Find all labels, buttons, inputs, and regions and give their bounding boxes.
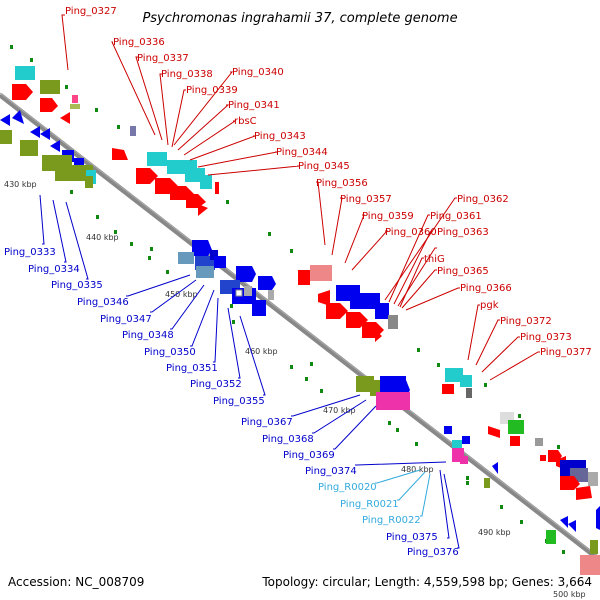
gene-label: Ping_0339 xyxy=(186,85,238,96)
backbone xyxy=(0,92,600,562)
gene-label: Ping_0365 xyxy=(437,266,489,277)
gene-label: Ping_0344 xyxy=(276,147,328,158)
leader-lines-lower xyxy=(39,194,460,549)
labels-lower: Ping_0333 Ping_0334 Ping_0335 Ping_0346 … xyxy=(4,247,459,558)
gene-label: Ping_0375 xyxy=(386,532,438,543)
gene-label: Ping_0351 xyxy=(166,363,218,374)
gene-label: Ping_0347 xyxy=(100,314,152,325)
gene-label: Ping_0356 xyxy=(316,178,368,189)
tick-label: 430 kbp xyxy=(4,180,37,189)
gene-label: Ping_0357 xyxy=(340,194,392,205)
gene-label: Ping_0376 xyxy=(407,547,459,558)
gene-label: Ping_R0022 xyxy=(362,515,421,526)
gene-label: Ping_0359 xyxy=(362,211,414,222)
gene-label: Ping_0361 xyxy=(430,211,482,222)
gene-label: Ping_0335 xyxy=(51,280,103,291)
gene-label: thiG xyxy=(424,254,445,265)
tick-label: 470 kbp xyxy=(323,406,356,415)
features-upper xyxy=(12,66,598,500)
gene-label: Ping_0346 xyxy=(77,297,129,308)
gene-label: Ping_0360 xyxy=(385,227,437,238)
gene-label: pgk xyxy=(480,300,499,311)
gene-label: Ping_0368 xyxy=(262,434,314,445)
gene-label: Ping_0327 xyxy=(65,6,117,17)
gene-label: Ping_0352 xyxy=(190,379,242,390)
accession-text: Accession: NC_008709 xyxy=(8,575,144,589)
gene-label: Ping_0362 xyxy=(457,194,509,205)
tick-dots xyxy=(10,45,565,554)
gene-label: Ping_R0021 xyxy=(340,499,399,510)
gene-label: Ping_0355 xyxy=(213,396,265,407)
leader-lines-rna xyxy=(375,469,431,517)
tick-label: 500 kbp xyxy=(553,590,586,599)
scale-ticks: 430 kbp 440 kbp 450 kbp 460 kbp 470 kbp … xyxy=(4,180,586,599)
gene-label: Ping_R0020 xyxy=(318,482,377,493)
gene-label: Ping_0374 xyxy=(305,466,357,477)
tick-label: 440 kbp xyxy=(86,233,119,242)
gene-label: Ping_0340 xyxy=(232,67,284,78)
tick-label: 450 kbp xyxy=(165,290,198,299)
gene-label: Ping_0333 xyxy=(4,247,56,258)
gene-label: Ping_0373 xyxy=(520,332,572,343)
gene-label: Ping_0363 xyxy=(437,227,489,238)
gene-label: Ping_0336 xyxy=(113,37,165,48)
labels-upper: Ping_0327 Ping_0336 Ping_0337 Ping_0338 … xyxy=(65,6,592,358)
gene-label: Ping_0341 xyxy=(228,100,280,111)
gene-label: Ping_0338 xyxy=(161,69,213,80)
gene-label: Ping_0348 xyxy=(122,330,174,341)
gene-label: Ping_0367 xyxy=(241,417,293,428)
genome-stats-text: Topology: circular; Length: 4,559,598 bp… xyxy=(261,575,592,589)
map-title: Psychromonas ingrahamii 37, complete gen… xyxy=(142,11,457,26)
gene-label: Ping_0372 xyxy=(500,316,552,327)
gene-label: Ping_0334 xyxy=(28,264,80,275)
gene-label: Ping_0366 xyxy=(460,283,512,294)
tick-label: 490 kbp xyxy=(478,528,511,537)
gene-label: Ping_0343 xyxy=(254,131,306,142)
gene-label: rbsC xyxy=(234,116,257,127)
features-lower xyxy=(0,110,600,575)
gene-label: Ping_0345 xyxy=(298,161,350,172)
leader-lines-upper xyxy=(61,14,540,381)
tick-label: 460 kbp xyxy=(245,347,278,356)
gene-label: Ping_0369 xyxy=(283,450,335,461)
tick-label: 480 kbp xyxy=(401,465,434,474)
gene-label: Ping_0337 xyxy=(137,53,189,64)
gene-label: Ping_0350 xyxy=(144,347,196,358)
gene-label: Ping_0377 xyxy=(540,347,592,358)
